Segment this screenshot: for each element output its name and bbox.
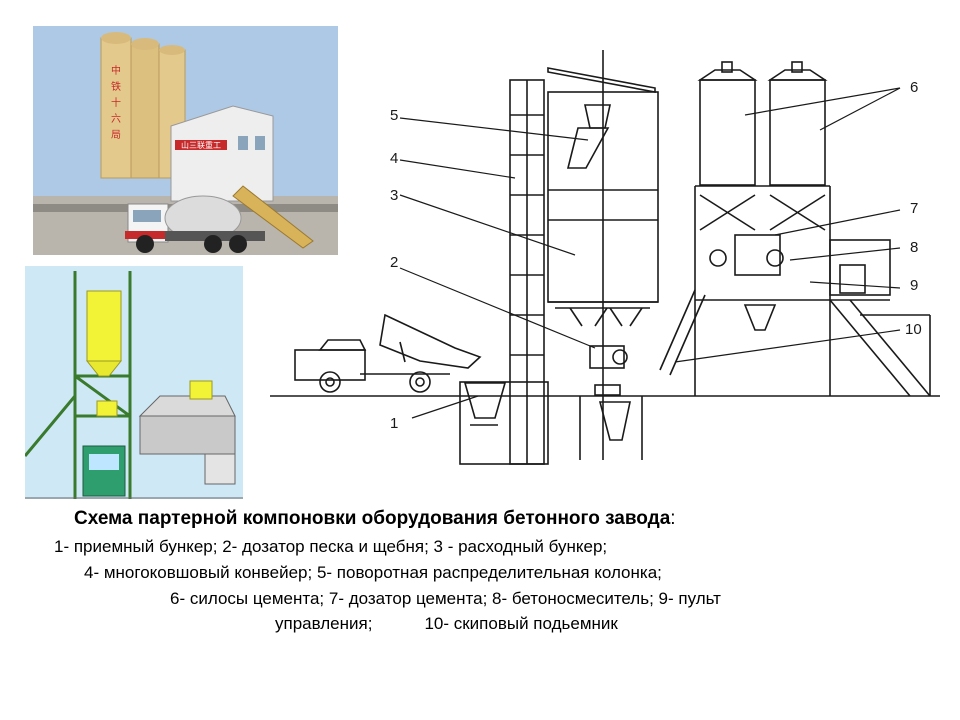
receiving-hopper: [459, 381, 549, 465]
caption-line-4a: управления;: [275, 614, 373, 633]
tower-char-2: 铁: [111, 80, 121, 93]
model-truck: [82, 445, 126, 497]
plant-photo-top: 中 铁 十 六 局 山三联重工: [33, 26, 338, 255]
skip-lift: [659, 289, 696, 371]
caption-line-1: 1- приемный бункер; 2- дозатор песка и щ…: [54, 537, 608, 556]
model-mixer: [138, 380, 236, 485]
caption-line-4: управления; 10- скиповый подьемник: [275, 612, 960, 636]
dump-truck: [294, 313, 482, 393]
label-6: 6: [910, 79, 918, 96]
label-2: 2: [390, 254, 398, 271]
label-4: 4: [390, 150, 398, 167]
aggregate-building: [547, 50, 659, 460]
label-3: 3: [390, 187, 398, 204]
tower-char-1: 中: [111, 64, 121, 77]
caption-line-3: 6- силосы цемента; 7- дозатор цемента; 8…: [170, 589, 721, 608]
tower-char-5: 局: [111, 129, 121, 141]
bucket-elevator: [509, 79, 545, 465]
tower-char-3: 十: [111, 96, 121, 109]
label-8: 8: [910, 239, 918, 256]
leader-lines: [399, 87, 901, 419]
plant-model-photo: [25, 266, 243, 499]
caption-title-colon: :: [670, 508, 676, 529]
mixer-truck: [125, 195, 265, 253]
caption-line-4b: 10- скиповый подьемник: [424, 614, 618, 633]
label-1: 1: [390, 415, 398, 432]
label-9: 9: [910, 277, 918, 294]
caption-title-text: Схема партерной компоновки оборудования …: [74, 508, 671, 529]
tower-char-4: 六: [111, 113, 121, 125]
label-7: 7: [910, 200, 918, 217]
cement-silos: [694, 61, 931, 397]
label-10: 10: [905, 321, 922, 338]
caption-title: Схема партерной компоновки оборудования …: [74, 507, 960, 531]
caption-line-2: 4- многоковшовый конвейер; 5- поворотная…: [84, 563, 662, 582]
building-sign: 山三联重工: [181, 140, 221, 150]
plant-layout-scheme: 1 2 3 4 5 6 7 8 9 10: [250, 30, 950, 490]
label-5: 5: [390, 107, 398, 124]
silo-group: [100, 32, 186, 179]
